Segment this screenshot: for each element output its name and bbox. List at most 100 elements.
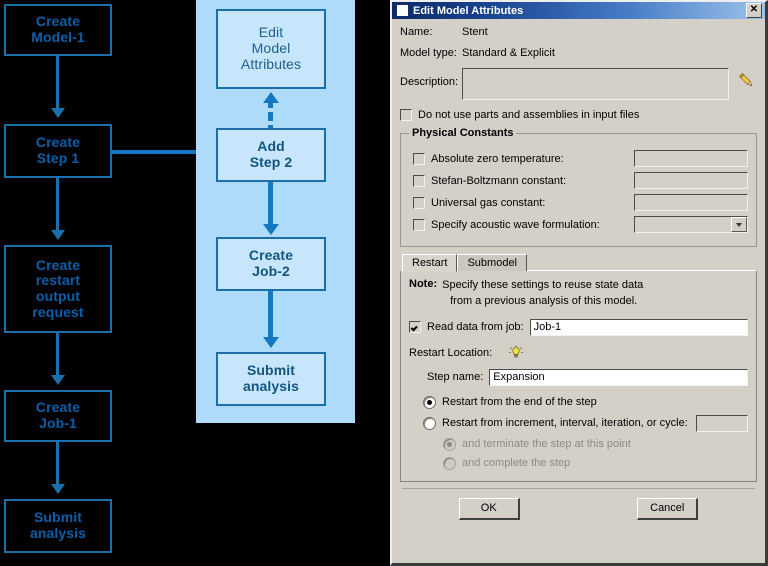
absolute-zero-label: Absolute zero temperature:	[431, 152, 564, 165]
increment-input[interactable]	[695, 414, 748, 432]
flow-arrow-shaft	[268, 182, 273, 226]
flow-node-line: Add	[257, 138, 285, 155]
universal-gas-row[interactable]: Universal gas constant:	[413, 194, 748, 211]
universal-gas-checkbox[interactable]	[413, 196, 425, 209]
edit-pencil-icon[interactable]	[735, 68, 757, 92]
cancel-button[interactable]: Cancel	[637, 497, 699, 520]
close-icon[interactable]: ✕	[746, 3, 762, 18]
model-type-row: Model type: Standard & Explicit	[400, 47, 757, 59]
flow-node-line: Create	[35, 256, 81, 273]
ok-button[interactable]: OK	[458, 497, 520, 520]
flow-node-create-job-1[interactable]: Create Job-1	[4, 390, 112, 442]
edit-model-attributes-dialog: Edit Model Attributes ✕ Name: Stent Mode…	[390, 0, 768, 566]
flow-node-submit-analysis-1[interactable]: Submit analysis	[4, 499, 112, 553]
restart-note: Note: Specify these settings to reuse st…	[409, 278, 748, 310]
flow-arrow-shaft	[56, 56, 59, 110]
universal-gas-input[interactable]	[634, 194, 748, 211]
flow-arrow-head	[50, 230, 65, 240]
absolute-zero-row[interactable]: Absolute zero temperature:	[413, 150, 748, 167]
no-parts-row[interactable]: Do not use parts and assemblies in input…	[400, 109, 757, 121]
flow-arrow-shaft	[56, 178, 59, 232]
note-line-2: from a previous analysis of this model.	[450, 294, 638, 307]
step-name-input[interactable]: Expansion	[489, 368, 748, 386]
acoustic-wave-label: Specify acoustic wave formulation:	[431, 218, 600, 231]
radio-complete-label: and complete the step	[462, 457, 571, 470]
radio-restart-increment[interactable]	[423, 416, 436, 430]
flow-arrow-head	[263, 337, 279, 348]
note-line-1: Specify these settings to reuse state da…	[442, 279, 644, 291]
description-label: Description:	[400, 76, 459, 88]
flow-node-line: Job-2	[252, 263, 290, 279]
name-row: Name: Stent	[400, 26, 757, 38]
stefan-boltzmann-checkbox[interactable]	[413, 174, 425, 187]
flow-node-line: analysis	[29, 525, 87, 541]
flow-node-create-step-1[interactable]: Create Step 1	[4, 124, 112, 178]
acoustic-wave-checkbox[interactable]	[413, 218, 425, 231]
flow-node-line: Step 2	[249, 154, 293, 170]
flow-node-line: Submit	[33, 509, 83, 526]
no-parts-label: Do not use parts and assemblies in input…	[418, 109, 640, 121]
stefan-boltzmann-row[interactable]: Stefan-Boltzmann constant:	[413, 172, 748, 189]
lightbulb-icon[interactable]	[506, 345, 526, 361]
tab-submodel[interactable]: Submodel	[457, 254, 528, 271]
dialog-titlebar[interactable]: Edit Model Attributes ✕	[392, 2, 765, 19]
flow-node-line: Create	[35, 399, 81, 416]
acoustic-wave-select[interactable]	[634, 216, 748, 233]
chevron-down-icon[interactable]	[731, 217, 747, 232]
radio-restart-increment-row[interactable]: Restart from increment, interval, iterat…	[423, 414, 748, 432]
dialog-button-bar: OK Cancel	[400, 489, 757, 520]
stefan-boltzmann-label: Stefan-Boltzmann constant:	[431, 174, 567, 187]
flowchart-right-panel: Edit Model Attributes Add Step 2 Create …	[196, 0, 355, 423]
read-data-checkbox[interactable]	[409, 321, 421, 334]
tab-restart[interactable]: Restart	[402, 254, 458, 272]
read-data-input[interactable]: Job-1	[529, 318, 748, 336]
flow-node-line: Create	[35, 13, 81, 30]
tabstrip: Restart Submodel	[400, 253, 757, 272]
radio-restart-end-label: Restart from the end of the step	[442, 396, 597, 409]
flow-node-add-step-2[interactable]: Add Step 2	[216, 128, 326, 182]
flow-arrow-head	[50, 484, 65, 494]
flow-arrow-head	[50, 375, 65, 385]
stefan-boltzmann-input[interactable]	[634, 172, 748, 189]
absolute-zero-input[interactable]	[634, 150, 748, 167]
flow-node-edit-model-attributes[interactable]: Edit Model Attributes	[216, 9, 326, 89]
flow-arrow-head	[263, 224, 279, 235]
flow-node-line: Model	[251, 40, 291, 57]
flow-node-create-job-2[interactable]: Create Job-2	[216, 237, 326, 291]
flow-node-line: Create	[35, 134, 81, 151]
flow-arrow-shaft	[56, 333, 59, 377]
flow-node-line: output	[35, 288, 81, 304]
physical-constants-group: Physical Constants Absolute zero tempera…	[400, 127, 757, 247]
radio-complete-step	[443, 456, 456, 470]
restart-location-label: Restart Location:	[409, 346, 493, 359]
radio-terminate-label: and terminate the step at this point	[462, 438, 631, 451]
flow-arrow-head	[50, 108, 65, 118]
acoustic-wave-row[interactable]: Specify acoustic wave formulation:	[413, 216, 748, 233]
flow-node-create-model-1[interactable]: Create Model-1	[4, 4, 112, 56]
radio-restart-end-of-step[interactable]	[423, 395, 436, 409]
no-parts-checkbox[interactable]	[400, 109, 412, 121]
note-label: Note:	[409, 278, 438, 290]
universal-gas-label: Universal gas constant:	[431, 196, 546, 209]
restart-location-row: Restart Location:	[409, 345, 748, 361]
flow-node-line: Submit	[246, 362, 296, 379]
radio-complete-row: and complete the step	[443, 456, 748, 470]
description-row: Description:	[400, 68, 757, 100]
flow-node-line: restart	[35, 272, 81, 289]
flow-arrow-dashed-segment	[268, 112, 273, 121]
radio-terminate-step	[443, 437, 456, 451]
restart-tab-panel: Note: Specify these settings to reuse st…	[400, 270, 757, 482]
flow-node-line: request	[32, 303, 84, 320]
absolute-zero-checkbox[interactable]	[413, 152, 425, 165]
flow-node-create-restart-output-request[interactable]: Create restart output request	[4, 245, 112, 333]
radio-restart-end-row[interactable]: Restart from the end of the step	[423, 395, 748, 409]
step-name-label: Step name:	[427, 371, 484, 384]
flow-arrow-dashed-segment	[268, 100, 273, 108]
radio-restart-increment-label: Restart from increment, interval, iterat…	[442, 417, 688, 430]
read-data-row[interactable]: Read data from job: Job-1	[409, 318, 748, 336]
dialog-title: Edit Model Attributes	[413, 4, 524, 17]
description-textarea[interactable]	[462, 68, 729, 100]
model-type-value: Standard & Explicit	[462, 47, 555, 59]
step-name-row[interactable]: Step name: Expansion	[427, 368, 748, 386]
flow-node-submit-analysis-2[interactable]: Submit analysis	[216, 352, 326, 406]
